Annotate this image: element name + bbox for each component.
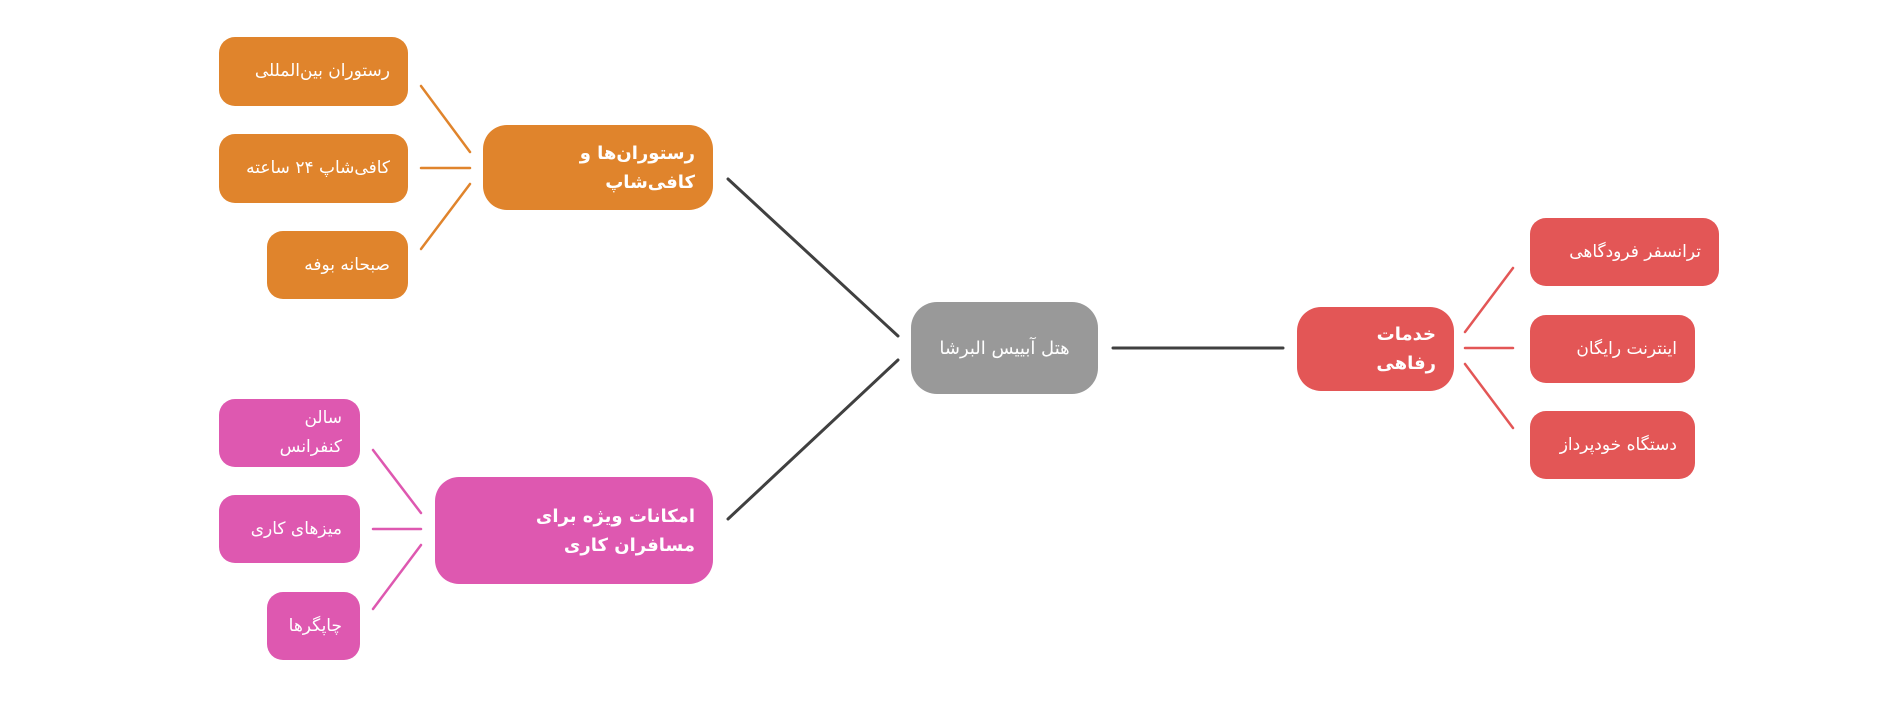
branch-node-welfare-services[interactable]: خدمات رفاهی bbox=[1297, 307, 1454, 391]
branch-node-restaurants[interactable]: رستوران‌ها و کافی‌شاپ bbox=[483, 125, 713, 210]
center-node-hotel[interactable]: هتل آبییس البرشا bbox=[911, 302, 1098, 394]
connector-center-restaurants bbox=[726, 177, 900, 338]
leaf-node-conference-hall[interactable]: سالن کنفرانس bbox=[219, 399, 360, 467]
leaf-node-international-restaurant[interactable]: رستوران بین‌المللی bbox=[219, 37, 408, 106]
connector-business-leaf-3 bbox=[371, 543, 423, 611]
connector-welfare-leaf-3 bbox=[1463, 362, 1515, 430]
leaf-node-printers[interactable]: چاپگرها bbox=[267, 592, 360, 660]
branch-node-business-facilities[interactable]: امکانات ویژه برای مسافران کاری bbox=[435, 477, 713, 584]
connector-restaurants-leaf-1 bbox=[419, 84, 472, 154]
leaf-node-buffet-breakfast[interactable]: صبحانه بوفه bbox=[267, 231, 408, 299]
leaf-node-work-desks[interactable]: میزهای کاری bbox=[219, 495, 360, 563]
leaf-node-airport-transfer[interactable]: ترانسفر فرودگاهی bbox=[1530, 218, 1719, 286]
leaf-node-atm[interactable]: دستگاه خودپرداز bbox=[1530, 411, 1695, 479]
connector-business-leaf-1 bbox=[371, 448, 423, 515]
connector-welfare-leaf-1 bbox=[1463, 266, 1515, 334]
leaf-node-24h-coffee-shop[interactable]: کافی‌شاپ ۲۴ ساعته bbox=[219, 134, 408, 203]
connector-center-business bbox=[726, 358, 900, 521]
connector-restaurants-leaf-3 bbox=[419, 182, 472, 251]
leaf-node-free-internet[interactable]: اینترنت رایگان bbox=[1530, 315, 1695, 383]
